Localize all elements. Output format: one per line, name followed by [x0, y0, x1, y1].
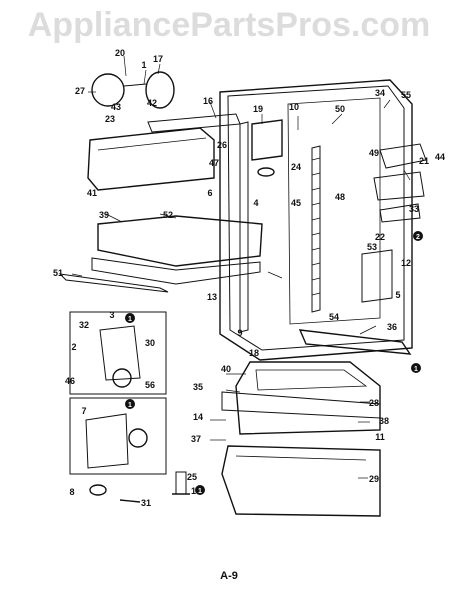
callout-38: 38 — [379, 416, 389, 426]
callout-29: 29 — [369, 474, 379, 484]
callout-43: 43 — [111, 102, 121, 112]
callout-45: 45 — [291, 198, 301, 208]
callout-9: 9 — [237, 328, 242, 338]
callout-32: 32 — [79, 320, 89, 330]
fan-assembly — [91, 73, 125, 107]
callout-36: 36 — [387, 322, 397, 332]
callout-54: 54 — [329, 312, 339, 322]
crisper-cover — [298, 329, 412, 355]
leveling-leg — [175, 471, 187, 495]
callout-11: 11 — [375, 432, 385, 442]
callout-41: 41 — [87, 188, 97, 198]
callout-3: 3 — [109, 310, 114, 320]
page-code: A-9 — [220, 570, 238, 582]
callout-53: 53 — [367, 242, 377, 252]
callout-33: 33 — [409, 204, 419, 214]
callout-12: 12 — [401, 258, 411, 268]
control-housing — [87, 127, 215, 191]
callout-52: 52 — [163, 210, 173, 220]
cabinet-outline — [219, 79, 413, 361]
callout-49: 49 — [369, 148, 379, 158]
callout-23: 23 — [105, 114, 115, 124]
callout-22: 22 — [375, 232, 385, 242]
callout-13: 13 — [207, 292, 217, 302]
callout-39: 39 — [99, 210, 109, 220]
circled-note-1: 1 — [198, 488, 202, 495]
detail-box-2 — [69, 397, 167, 475]
glass-shelf — [97, 215, 263, 267]
callout-46: 46 — [65, 376, 75, 386]
callout-26: 26 — [217, 140, 227, 150]
circled-note-2: 2 — [416, 234, 420, 241]
circled-note-1: 1 — [128, 402, 132, 409]
callout-31: 31 — [141, 498, 151, 508]
circled-note-1: 1 — [128, 316, 132, 323]
crisper-frame — [221, 391, 381, 419]
callout-20: 20 — [115, 48, 125, 58]
callout-34: 34 — [375, 88, 385, 98]
shelf-frame — [91, 257, 261, 285]
callout-6: 6 — [207, 188, 212, 198]
callout-19: 19 — [253, 104, 263, 114]
callout-30: 30 — [145, 338, 155, 348]
crisper-drawer-lower — [221, 445, 381, 517]
door-bin-middle — [373, 171, 425, 201]
door-bin-lower — [379, 203, 421, 223]
cabinet-inner-liner — [227, 85, 405, 351]
callout-5: 5 — [395, 290, 400, 300]
callout-4: 4 — [253, 198, 258, 208]
callout-48: 48 — [335, 192, 345, 202]
callout-50: 50 — [335, 104, 345, 114]
shelf-ladder — [311, 145, 321, 313]
watermark: AppliancePartsPros.com — [27, 6, 431, 44]
callout-28: 28 — [369, 398, 379, 408]
pin — [119, 499, 141, 503]
callout-27: 27 — [75, 86, 85, 96]
callout-42: 42 — [147, 98, 157, 108]
circled-note-markers — [125, 231, 423, 495]
shelf-trim — [58, 273, 169, 293]
callout-24: 24 — [291, 162, 301, 172]
callout-55: 55 — [401, 90, 411, 100]
callout-16: 16 — [203, 96, 213, 106]
callout-51: 51 — [53, 268, 63, 278]
callout-40: 40 — [221, 364, 231, 374]
evaporator-cover — [251, 119, 283, 161]
callout-14: 14 — [193, 412, 203, 422]
callout-47: 47 — [209, 158, 219, 168]
callout-21: 21 — [419, 156, 429, 166]
callout-56: 56 — [145, 380, 155, 390]
callout-10: 10 — [289, 102, 299, 112]
cabinet-back-wall — [287, 97, 381, 325]
circled-note-1: 1 — [414, 366, 418, 373]
callout-1: 1 — [141, 60, 146, 70]
crisper-drawer-upper — [235, 361, 381, 435]
callout-35: 35 — [193, 382, 203, 392]
side-rail — [239, 121, 249, 333]
callout-7: 7 — [81, 406, 86, 416]
callout-25: 25 — [187, 472, 197, 482]
door-bin-top — [379, 143, 427, 169]
callout-8: 8 — [69, 487, 74, 497]
door-hinge — [361, 249, 393, 303]
callout-44: 44 — [435, 152, 445, 162]
callout-17: 17 — [153, 54, 163, 64]
detail-box-1 — [69, 311, 167, 395]
callout-18: 18 — [249, 348, 259, 358]
callout-2: 2 — [71, 342, 76, 352]
roller — [89, 484, 107, 496]
callout-37: 37 — [191, 434, 201, 444]
callout-15: 15 — [191, 486, 201, 496]
